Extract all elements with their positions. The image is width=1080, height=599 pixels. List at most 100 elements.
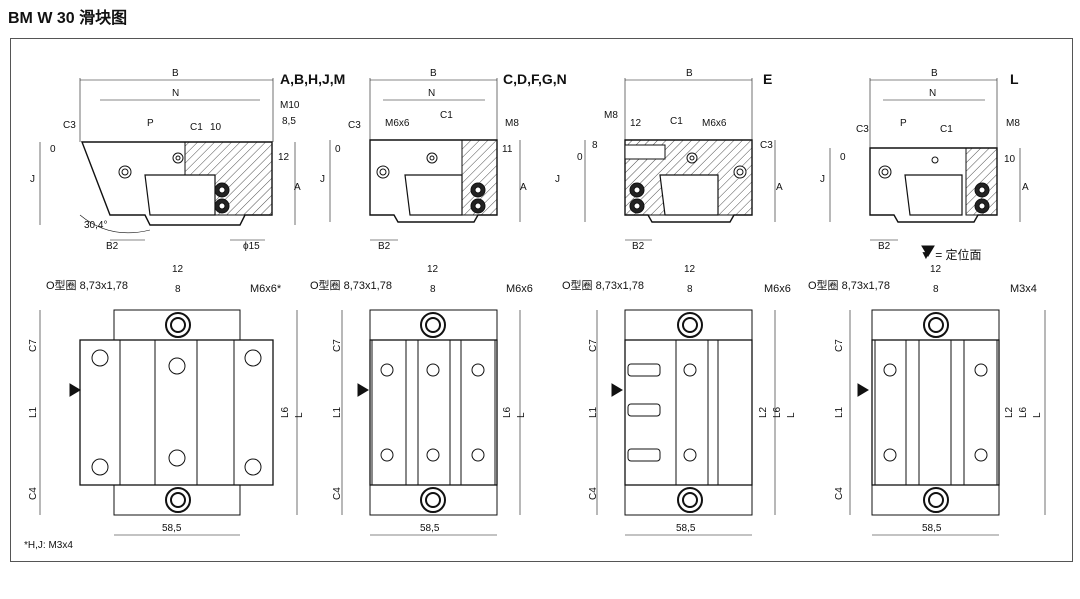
dim-12-3: 12 [630,118,642,129]
dim-B-4: B [931,68,938,79]
dim-C1-1: C1 [190,122,203,133]
dim-L-3: L [786,412,797,418]
dim-11: 11 [502,144,513,155]
dim-12-1: 12 [278,152,290,163]
dim-L2-3: L2 [758,406,769,418]
dim-L1-1: L1 [28,406,39,418]
oring-label-1: O型圈 8,73x1,78 [46,278,128,292]
thread-label-1: M6x6* [250,283,282,295]
variant-label-1: A,B,H,J,M [280,71,345,87]
dim-M8-4: M8 [1006,118,1020,129]
dim-12-b1: 12 [172,264,184,275]
dim-A-2: A [520,182,527,193]
dim-P-4: P [900,118,907,129]
end-view-4 [829,78,1021,257]
dim-C3-1: C3 [63,120,76,131]
dim-C7-1: C7 [28,339,39,352]
dim-A-1: A [294,182,301,193]
dim-L1-2: L1 [332,406,343,418]
dim-M8-3: M8 [604,110,618,121]
dim-12-b3: 12 [684,264,696,275]
variant-label-2: C,D,F,G,N [503,71,567,87]
dim-zero-2: 0 [335,144,341,155]
dim-N-1: N [172,88,179,99]
dim-J-2: J [320,174,325,185]
top-view-1 [39,309,298,536]
dim-C4-2: C4 [332,487,343,500]
dim-M6x6-2: M6x6 [385,118,410,129]
variant-label-3: E [763,71,772,87]
dim-C1-3: C1 [670,116,683,127]
dim-C1-2: C1 [440,110,453,121]
dim-A-3: A [776,182,783,193]
oring-label-3: O型圈 8,73x1,78 [562,278,644,292]
footnote: *H,J: M3x4 [24,540,73,551]
dim-B2-4: B2 [878,241,891,252]
datum-legend: ▼ = 定位面 [920,248,982,262]
top-view-2 [341,309,521,536]
dim-8-b3: 8 [687,284,693,295]
dim-L6-3: L6 [772,406,783,418]
dim-B2-3: B2 [632,241,645,252]
dim-L6-1: L6 [280,406,291,418]
dim-8-b4: 8 [933,284,939,295]
dim-width-3: 58,5 [676,523,696,534]
dim-12-b2: 12 [427,264,439,275]
dim-C3-2: C3 [348,120,361,131]
dim-angle: 30,4° [84,220,107,231]
drawing-frame [10,38,1073,562]
end-view-1 [39,78,296,241]
dim-8-5: 8,5 [282,116,296,127]
dim-J-3: J [555,174,560,185]
dim-zero-4: 0 [840,152,846,163]
dim-C4-4: C4 [834,487,845,500]
end-view-2 [329,78,521,241]
oring-label-2: O型圈 8,73x1,78 [310,278,392,292]
dim-L-2: L [516,412,527,418]
dim-width-2: 58,5 [420,523,440,534]
dim-zero-3: 0 [577,152,583,163]
dim-L2-4: L2 [1004,406,1015,418]
dim-B2-1: B2 [106,241,119,252]
dim-8-b1: 8 [175,284,181,295]
dim-width-1: 58,5 [162,523,182,534]
thread-label-2: M6x6 [506,283,533,295]
dim-C4-1: C4 [28,487,39,500]
dim-A-4: A [1022,182,1029,193]
dim-L1-3: L1 [588,406,599,418]
dim-L6-4: L6 [1018,406,1029,418]
oring-label-4: O型圈 8,73x1,78 [808,278,890,292]
dim-C7-2: C7 [332,339,343,352]
dim-B2-2: B2 [378,241,391,252]
dim-N-2: N [428,88,435,99]
thread-label-4: M3x4 [1010,283,1037,295]
dim-zero-1: 0 [50,144,56,155]
dim-J-1: J [30,174,35,185]
end-view-3 [584,78,776,241]
dim-L-1: L [294,412,305,418]
dim-12-b4: 12 [930,264,942,275]
top-view-4 [849,309,1046,536]
variant-label-4: L [1010,71,1019,87]
dim-B-1: B [172,68,179,79]
dim-B-3: B [686,68,693,79]
top-view-3 [596,309,776,536]
dim-10-1: 10 [210,122,222,133]
dim-M6x6-3: M6x6 [702,118,727,129]
dim-C1-4: C1 [940,124,953,135]
dim-C7-4: C7 [834,339,845,352]
dim-C4-3: C4 [588,487,599,500]
dim-C3-3: C3 [760,140,773,151]
dim-L-4: L [1032,412,1043,418]
dim-8-b2: 8 [430,284,436,295]
page-title: BM W 30 滑块图 [8,10,128,27]
dim-N-4: N [929,88,936,99]
dim-L1-4: L1 [834,406,845,418]
dim-C7-3: C7 [588,339,599,352]
dim-M8-2: M8 [505,118,519,129]
dim-10-4: 10 [1004,154,1016,165]
thread-label-3: M6x6 [764,283,791,295]
dim-L6-2: L6 [502,406,513,418]
dim-phi15: ϕ15 [243,241,260,252]
